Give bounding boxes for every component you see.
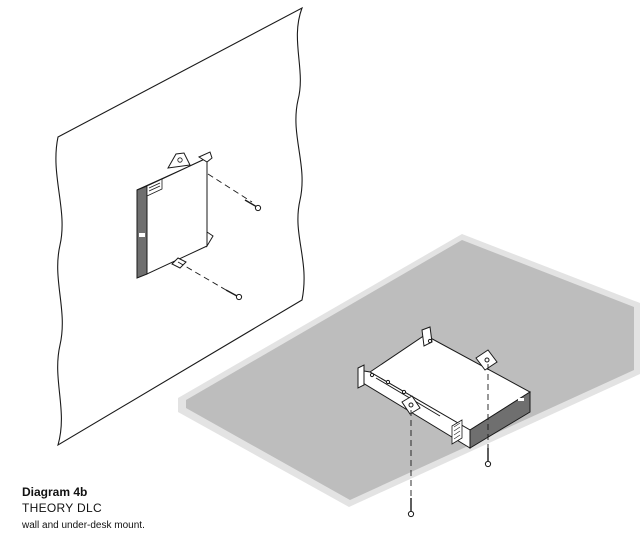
desk-screw-right [484, 364, 492, 468]
caption-title: Diagram 4b [22, 485, 88, 499]
caption-description: wall and under-desk mount. [22, 520, 145, 531]
caption-product: THEORY DLC [22, 501, 102, 515]
wall-screw-upper [207, 173, 262, 212]
under-desk-device [357, 326, 531, 449]
wall-mounted-device [136, 151, 214, 279]
wall-screw-lower [177, 261, 243, 301]
desk-screw-left [407, 410, 415, 518]
device-front-label-mark [139, 233, 145, 237]
diagram-caption: Diagram 4b THEORY DLC wall and under-des… [22, 484, 145, 534]
device-vent [146, 178, 163, 197]
